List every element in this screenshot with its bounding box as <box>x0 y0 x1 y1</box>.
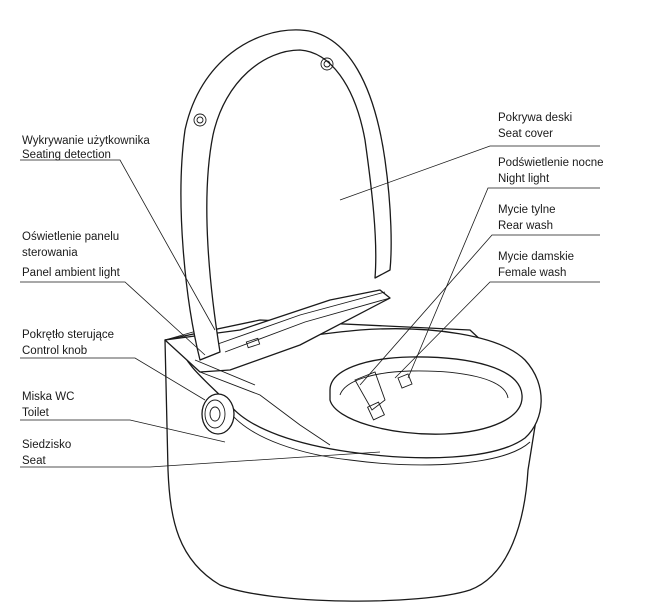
label-seat-cover: Pokrywa deski Seat cover <box>498 112 572 140</box>
control-knob <box>201 393 235 435</box>
seat-ring <box>179 328 542 466</box>
svg-text:Mycie tylne: Mycie tylne <box>498 204 556 216</box>
svg-text:Toilet: Toilet <box>22 407 50 419</box>
svg-text:Mycie damskie: Mycie damskie <box>498 251 574 263</box>
svg-text:Seating detection: Seating detection <box>22 149 111 161</box>
svg-text:Wykrywanie użytkownika: Wykrywanie użytkownika <box>22 135 150 147</box>
svg-text:sterowania: sterowania <box>22 247 78 259</box>
svg-text:Seat cover: Seat cover <box>498 128 553 140</box>
svg-text:Pokrywa deski: Pokrywa deski <box>498 112 572 124</box>
leader-lines-right <box>339 145 600 386</box>
label-female-wash: Mycie damskie Female wash <box>498 251 574 279</box>
svg-text:Night light: Night light <box>498 173 550 185</box>
seat-cover-lid <box>180 29 392 361</box>
svg-text:Miska WC: Miska WC <box>22 391 74 403</box>
svg-text:Podświetlenie nocne: Podświetlenie nocne <box>498 157 604 169</box>
svg-text:Oświetlenie panelu: Oświetlenie panelu <box>22 231 119 243</box>
svg-text:Control knob: Control knob <box>22 345 87 357</box>
svg-text:Rear wash: Rear wash <box>498 220 553 232</box>
label-night-light: Podświetlenie nocne Night light <box>498 157 604 185</box>
leader-lines-left <box>20 159 381 468</box>
svg-text:Female wash: Female wash <box>498 267 566 279</box>
label-seating-detection: Wykrywanie użytkownika Seating detection <box>22 135 150 161</box>
svg-text:Panel ambient light: Panel ambient light <box>22 267 121 279</box>
svg-text:Siedzisko: Siedzisko <box>22 439 71 451</box>
label-panel-light: Oświetlenie panelu sterowania Panel ambi… <box>22 231 121 279</box>
label-seat: Siedzisko Seat <box>22 439 71 467</box>
label-control-knob: Pokrętło sterujące Control knob <box>22 329 114 357</box>
wash-nozzles <box>354 371 413 421</box>
control-housing <box>164 289 391 446</box>
label-rear-wash: Mycie tylne Rear wash <box>498 204 556 232</box>
svg-text:Seat: Seat <box>22 455 46 467</box>
label-toilet: Miska WC Toilet <box>22 391 74 419</box>
svg-text:Pokrętło sterujące: Pokrętło sterujące <box>22 329 114 341</box>
